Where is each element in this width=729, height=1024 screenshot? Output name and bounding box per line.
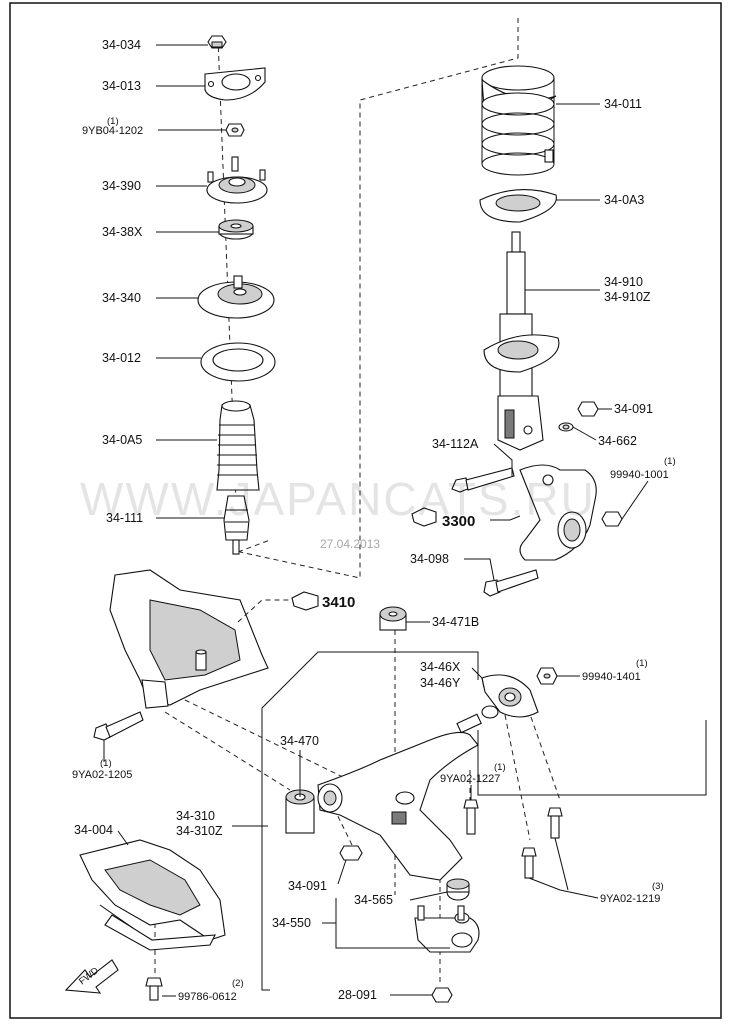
washer-34-662: [558, 422, 574, 432]
label-34-310z: 34-310Z: [176, 824, 223, 838]
qty-99940-1401: (1): [636, 658, 648, 669]
spring-seat-34-340: [197, 275, 275, 319]
label-34-0a5: 34-0A5: [102, 433, 142, 447]
ref-arrow-3300: [411, 507, 437, 527]
bolt-9ya02-1205: [93, 711, 144, 741]
label-34-004: 34-004: [74, 823, 113, 837]
label-34-910z: 34-910Z: [604, 290, 651, 304]
qty-9ya02-1219: (3): [652, 881, 664, 892]
nut-99940-1001: [601, 511, 623, 527]
label-99786-0612: 99786-0612: [178, 991, 237, 1003]
label-34-46x: 34-46X: [420, 660, 461, 674]
coil-spring-34-011: [481, 65, 557, 176]
label-34-012: 34-012: [102, 351, 141, 365]
label-34-013: 34-013: [102, 79, 141, 93]
lower-arm-group-bracket: [261, 651, 479, 991]
qty-9ya02-1227: (1): [494, 762, 506, 773]
bolt-34-098: [483, 569, 539, 597]
label-99940-1001: 99940-1001: [610, 469, 669, 481]
nut-34-091-upper: [577, 401, 599, 417]
label-34-112a: 34-112A: [432, 437, 479, 451]
label-28-091: 28-091: [338, 988, 377, 1002]
label-34-111: 34-111: [106, 511, 143, 525]
insulator-ring-34-012: [200, 342, 276, 382]
nut-34-034: [207, 35, 227, 49]
qty-9yb04-1202: (1): [107, 116, 119, 127]
label-99940-1401: 99940-1401: [582, 671, 641, 683]
bolt-34-112a: [451, 467, 515, 493]
label-34-550: 34-550: [272, 916, 311, 930]
forward-direction-arrow: FWD: [64, 959, 119, 994]
lower-arm-34-310: [317, 705, 499, 881]
nut-99940-1401: [536, 667, 558, 685]
label-9ya02-1227: 9YA02-1227: [440, 773, 500, 785]
label-34-390: 34-390: [102, 179, 141, 193]
watermark-date: 27.04.2013: [320, 537, 380, 551]
leader-lines: [103, 44, 649, 997]
ball-joint-34-550: [414, 905, 480, 953]
label-34-662: 34-662: [598, 434, 637, 448]
label-3410: 3410: [322, 594, 355, 611]
label-34-310: 34-310: [176, 809, 215, 823]
label-34-0a3: 34-0A3: [604, 193, 644, 207]
label-34-565: 34-565: [354, 893, 393, 907]
watermark-text: WWW.JAPANCATS.RU: [80, 473, 596, 525]
label-34-471b: 34-471B: [432, 615, 479, 629]
diagram-frame: [9, 2, 722, 1019]
label-34-034: 34-034: [102, 38, 141, 52]
label-9yb04-1202: 9YB04-1202: [82, 125, 143, 137]
ref-arrow-3410: [291, 591, 319, 611]
dust-boot-34-0a5: [216, 400, 260, 491]
label-34-098: 34-098: [410, 552, 449, 566]
bushing-34-38x: [218, 219, 254, 240]
label-34-38x: 34-38X: [102, 225, 143, 239]
label-3300: 3300: [442, 513, 475, 530]
nut-9yb04-1202: [225, 123, 245, 137]
bushing-34-471b: [379, 606, 407, 631]
bolt-9ya02-1227: [463, 799, 479, 835]
nut-34-091-lower: [339, 845, 363, 861]
qty-9ya02-1205: (1): [100, 758, 112, 769]
bushing-34-470: [285, 789, 315, 834]
label-34-910: 34-910: [604, 275, 643, 289]
spring-seat-34-0a3: [479, 189, 557, 223]
label-34-091-lower: 34-091: [288, 879, 327, 893]
strut-assembly-34-910: [483, 231, 560, 451]
label-34-091-upper: 34-091: [614, 402, 653, 416]
dust-boot-34-565: [446, 878, 470, 901]
strut-mount-34-390: [206, 156, 268, 204]
label-34-470: 34-470: [280, 734, 319, 748]
label-34-011: 34-011: [604, 97, 642, 111]
label-34-340: 34-340: [102, 291, 141, 305]
qty-99940-1001: (1): [664, 456, 676, 467]
bolt-99786-0612: [145, 977, 163, 1001]
label-9ya02-1205: 9YA02-1205: [72, 769, 132, 781]
splash-shield-34-004: [79, 839, 226, 951]
crossmember-3410: [109, 569, 269, 709]
nut-28-091: [431, 987, 453, 1003]
bushing-34-46x: [481, 674, 539, 718]
qty-99786-0612: (2): [232, 978, 244, 989]
label-9ya02-1219: 9YA02-1219: [600, 893, 660, 905]
steering-knuckle-3300: [519, 464, 597, 561]
label-34-46y: 34-46Y: [420, 676, 461, 690]
bump-stop-34-111: [223, 495, 250, 555]
strut-plate-34-013: [204, 67, 266, 101]
